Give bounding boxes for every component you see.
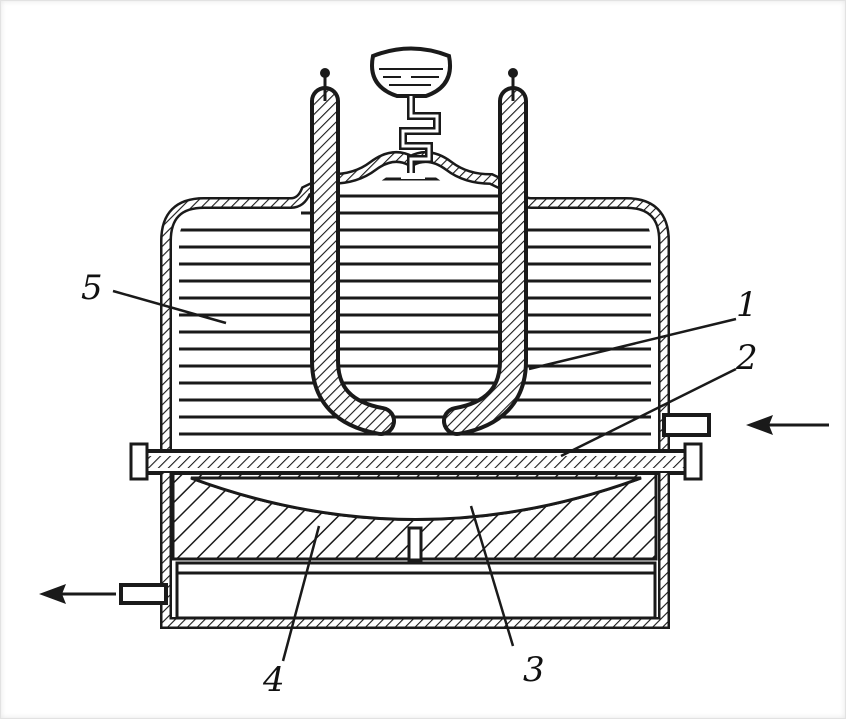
label-1: 1 <box>736 285 758 325</box>
top-flask <box>370 46 452 173</box>
left-electrode <box>310 68 396 436</box>
central-chamber <box>190 476 642 521</box>
label-4: 4 <box>262 660 285 700</box>
lower-housing <box>160 471 670 629</box>
callout-labels: 5 1 2 3 4 <box>81 268 758 700</box>
label-3: 3 <box>523 650 545 690</box>
zigzag-tube <box>399 96 441 173</box>
label-5: 5 <box>81 268 103 308</box>
outlet-pipe <box>119 583 168 605</box>
liquid-fill <box>179 173 651 441</box>
inlet-pipe <box>662 413 711 437</box>
upper-vessel <box>160 151 670 451</box>
inlet-arrow <box>746 415 829 435</box>
right-electrode <box>442 68 528 436</box>
outlet-arrow <box>39 584 116 604</box>
leader-lines <box>112 289 737 662</box>
label-2: 2 <box>735 338 758 378</box>
